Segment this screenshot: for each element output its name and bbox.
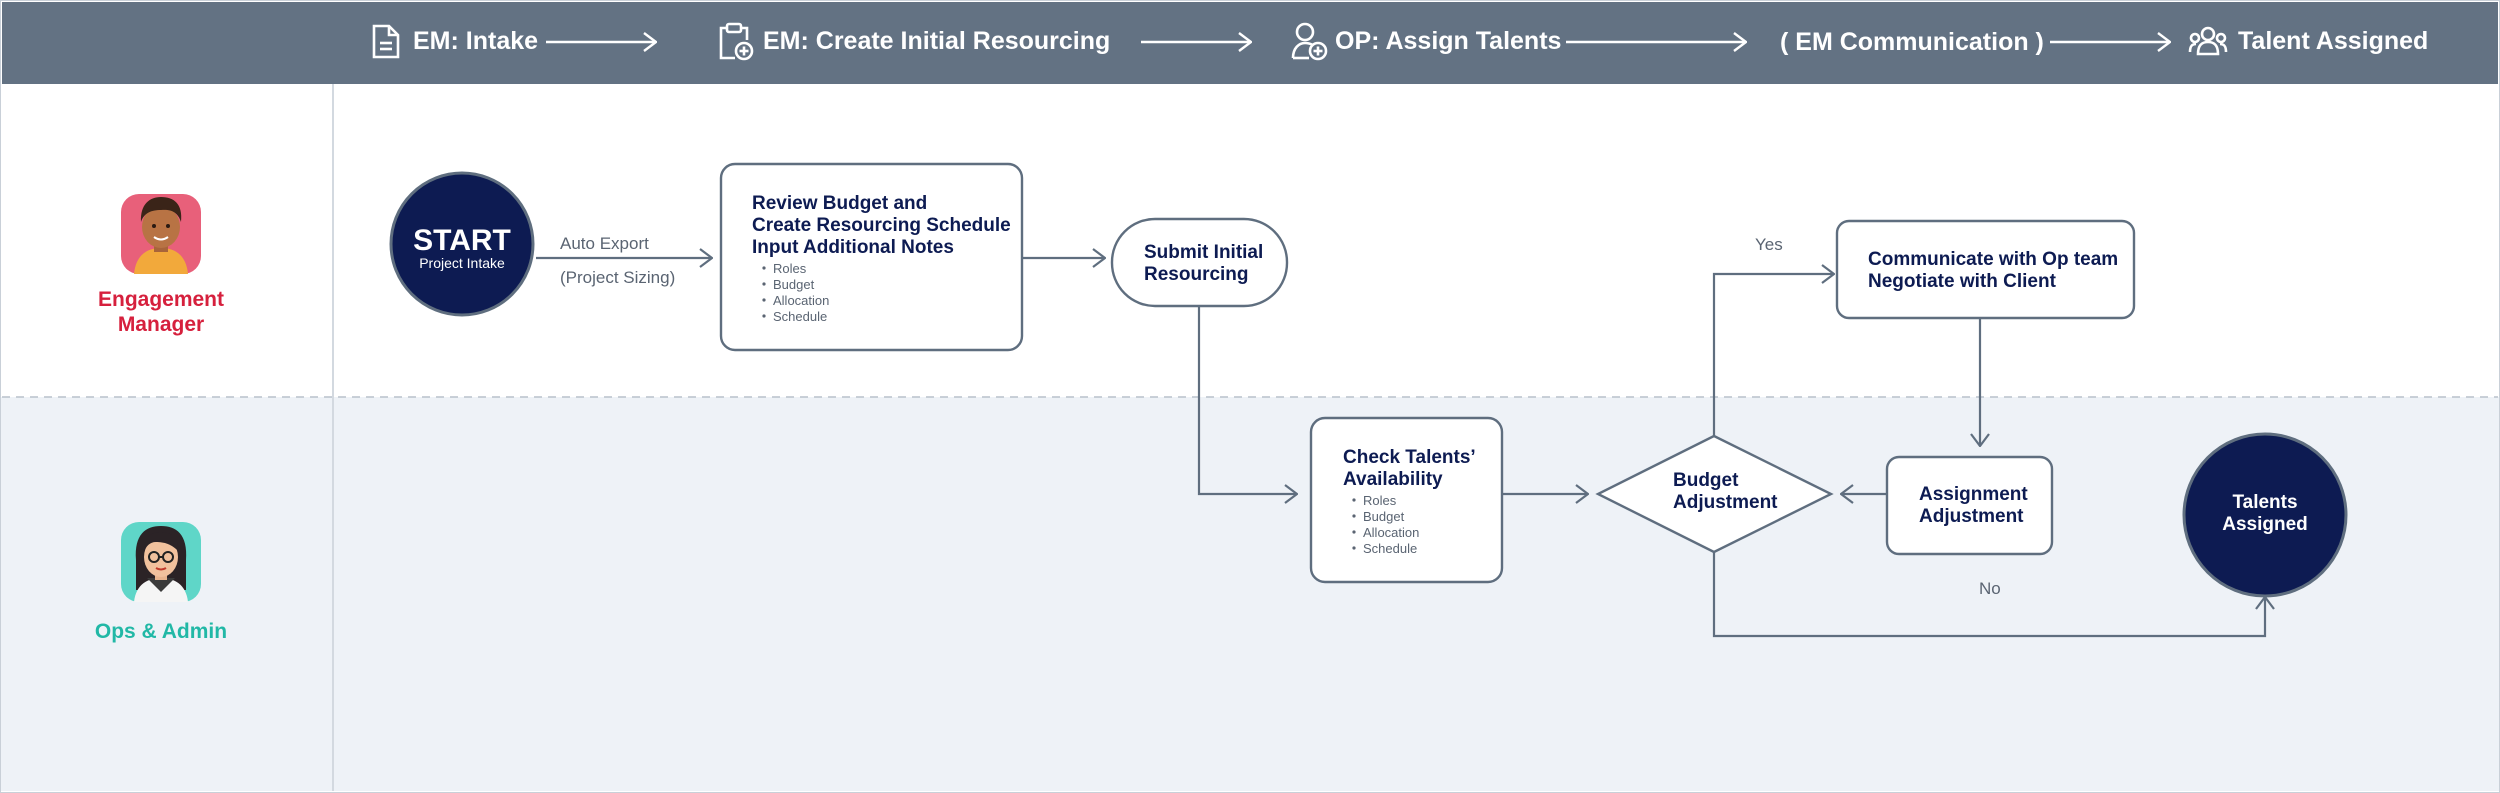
node-text-line: Submit Initial — [1144, 242, 1263, 263]
node-text-line: Adjustment — [1919, 506, 2024, 527]
clipboard-plus-icon — [719, 22, 754, 61]
lane-label-line1: Engagement — [98, 288, 224, 311]
node-submit-initial-resourcing: Submit Initial Resourcing — [1110, 217, 1289, 308]
start-subtitle: Project Intake — [419, 255, 505, 271]
node-review-budget: Review Budget and Create Resourcing Sche… — [719, 162, 1024, 352]
node-check-talents-availability: Check Talents’ Availability Roles Budget… — [1309, 416, 1504, 584]
node-text-line: Talents — [2232, 492, 2297, 513]
header-step-em-intake: EM: Intake — [372, 24, 538, 59]
node-text-line: Input Additional Notes — [752, 237, 954, 258]
lane-label-line2: Manager — [118, 313, 204, 336]
lane-ops-background — [1, 397, 2499, 791]
edge-budget-no-to-end — [1712, 552, 2265, 638]
start-title: START — [413, 224, 511, 257]
lane-ops-admin: Ops & Admin — [95, 522, 227, 643]
header-step-label: Talent Assigned — [2238, 27, 2428, 55]
bullet-list: Roles Budget Allocation Schedule — [762, 261, 829, 324]
lane-label: Ops & Admin — [95, 620, 227, 643]
node-text-line: Communicate with Op team — [1868, 249, 2118, 270]
node-budget-adjustment-decision: Budget Adjustment — [1595, 434, 1834, 554]
header-step-talent-assigned: Talent Assigned — [2188, 26, 2428, 56]
document-icon — [372, 24, 400, 59]
team-icon — [2188, 26, 2228, 56]
node-text-line: Resourcing — [1144, 264, 1249, 285]
node-text-line: Availability — [1343, 469, 1443, 490]
edge-label-yes: Yes — [1755, 235, 1783, 254]
edge-label-project-sizing: (Project Sizing) — [560, 268, 675, 287]
bullet-item: Roles — [773, 261, 807, 276]
node-text-line: Budget — [1673, 470, 1739, 491]
bullet-item: Allocation — [773, 293, 829, 308]
node-start: START Project Intake — [389, 171, 535, 317]
bullet-item: Schedule — [773, 309, 827, 324]
header-step-op-assign-talents: OP: Assign Talents — [1291, 22, 1561, 61]
node-text-line: Create Resourcing Schedule — [752, 215, 1011, 236]
node-text-line: Review Budget and — [752, 193, 927, 214]
edge-submit-to-check — [1197, 305, 1297, 494]
edge-label-auto-export: Auto Export — [560, 234, 649, 253]
node-text-line: Check Talents’ — [1343, 447, 1476, 468]
edge-budget-yes-to-communicate — [1712, 274, 1834, 436]
header-step-label: EM: Intake — [413, 27, 538, 55]
flow-edges — [536, 258, 2265, 638]
header-step-em-create-initial-resourcing: EM: Create Initial Resourcing — [719, 22, 1110, 61]
node-text-line: Assignment — [1919, 484, 2028, 505]
edge-label-no: No — [1979, 579, 2001, 598]
bullet-item: Budget — [773, 277, 815, 292]
male-avatar-icon — [121, 194, 201, 274]
bullet-item: Roles — [1363, 493, 1397, 508]
user-add-icon — [1291, 22, 1328, 61]
bullet-item: Allocation — [1363, 525, 1419, 540]
node-talents-assigned: Talents Assigned — [2182, 432, 2348, 598]
lane-engagement-manager: Engagement Manager — [98, 194, 224, 336]
bullet-list: Roles Budget Allocation Schedule — [1352, 493, 1419, 556]
header-step-em-communication: ( EM Communication ) — [1780, 28, 2044, 56]
bullet-item: Schedule — [1363, 541, 1417, 556]
node-text-line: Adjustment — [1673, 492, 1778, 513]
bullet-item: Budget — [1363, 509, 1405, 524]
female-avatar-icon — [121, 522, 201, 602]
header-step-label: OP: Assign Talents — [1335, 27, 1561, 55]
node-text-line: Assigned — [2222, 514, 2308, 535]
header-step-label: EM: Create Initial Resourcing — [763, 27, 1110, 55]
header-step-label: ( EM Communication ) — [1780, 28, 2044, 56]
node-text-line: Negotiate with Client — [1868, 271, 2057, 292]
node-communicate-with-op-team: Communicate with Op team Negotiate with … — [1835, 219, 2136, 320]
node-assignment-adjustment: Assignment Adjustment — [1885, 455, 2054, 556]
